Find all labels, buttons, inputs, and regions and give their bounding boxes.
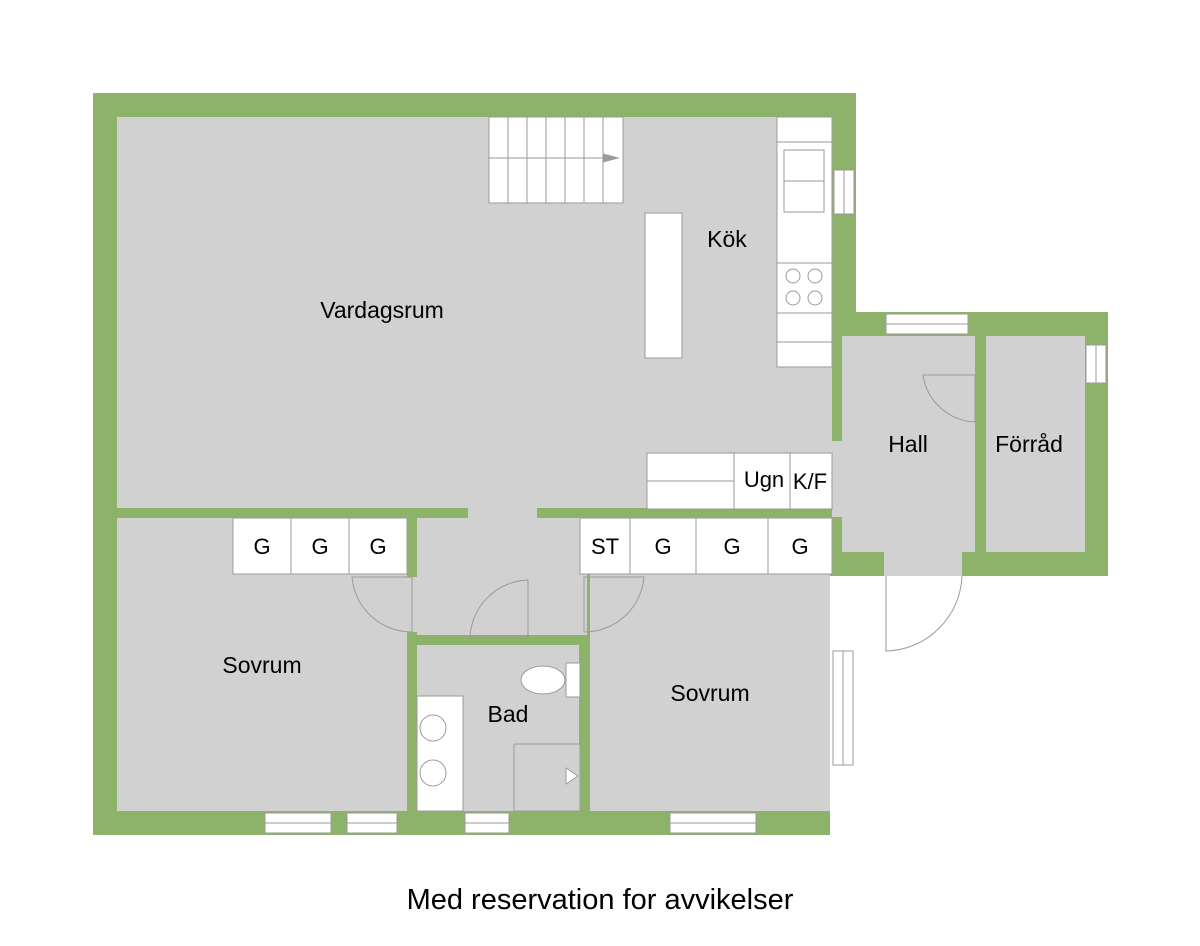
wall-between-living-sovrum-left <box>117 508 468 518</box>
label-wardrobe-g: G <box>369 534 386 559</box>
label-kf: K/F <box>793 469 827 494</box>
kitchen-island <box>644 212 683 359</box>
stairs <box>488 116 624 204</box>
kitchen-appliance-row <box>646 452 833 510</box>
wall-bad-right <box>580 635 590 812</box>
wall-hall-left-upper <box>832 336 842 441</box>
room-labels: Vardagsrum Kök Hall Förråd Sovrum Sovrum… <box>222 226 1063 727</box>
wall-bad-left <box>407 632 417 812</box>
closets-right <box>579 517 833 575</box>
wardrobes-left <box>232 517 408 575</box>
kitchen-counter <box>776 116 833 368</box>
floor-forrad <box>986 336 1085 552</box>
label-forrad: Förråd <box>995 431 1063 457</box>
label-sovrum-left: Sovrum <box>222 652 301 678</box>
toilet-icon <box>520 665 566 695</box>
door-entry <box>885 575 963 652</box>
door-sovrum-right <box>583 576 645 633</box>
wall-hall-bottom-right <box>962 552 1108 576</box>
wall-sovrum-left-right-edge <box>407 517 417 577</box>
label-vardagsrum: Vardagsrum <box>320 297 444 323</box>
label-closet-g: G <box>654 534 671 559</box>
wall-hall-bottom <box>832 552 884 576</box>
label-sovrum-right: Sovrum <box>670 680 749 706</box>
door-forrad <box>922 374 976 423</box>
floor-corridor <box>407 517 587 635</box>
wall-forrad-divider <box>975 336 986 376</box>
doors <box>351 374 976 652</box>
floor-vardagsrum <box>117 117 832 517</box>
floors <box>117 117 1085 811</box>
label-closet-g: G <box>723 534 740 559</box>
door-sovrum-left <box>351 576 413 633</box>
label-wardrobe-g: G <box>253 534 270 559</box>
floor-hall <box>842 336 975 552</box>
wall-forrad-divider-lower <box>975 421 986 552</box>
toilet-tank <box>565 662 581 698</box>
vanity <box>416 695 464 812</box>
label-closet-st: ST <box>591 534 619 559</box>
windows <box>264 169 1107 834</box>
wall-bad-top-right <box>528 635 590 645</box>
wall-between-living-sovrum-right <box>537 508 832 518</box>
interior-walls <box>117 336 1108 812</box>
wall-hall-left-lower <box>832 517 842 576</box>
label-hall: Hall <box>888 431 928 457</box>
label-bad: Bad <box>488 701 529 727</box>
label-ugn: Ugn <box>744 467 784 492</box>
label-wardrobe-g: G <box>311 534 328 559</box>
label-kok: Kök <box>707 226 747 252</box>
basin-icon <box>419 759 447 787</box>
basin-icon <box>419 714 447 742</box>
door-bad <box>469 579 529 638</box>
fixture-labels: Ugn K/F G G G ST G G G <box>253 467 827 559</box>
bathroom-fixtures <box>416 662 581 812</box>
wall-bad-top <box>407 635 463 645</box>
stove-icon <box>776 262 833 314</box>
label-closet-g: G <box>791 534 808 559</box>
disclaimer-caption: Med reservation for avvikelser <box>406 884 794 916</box>
